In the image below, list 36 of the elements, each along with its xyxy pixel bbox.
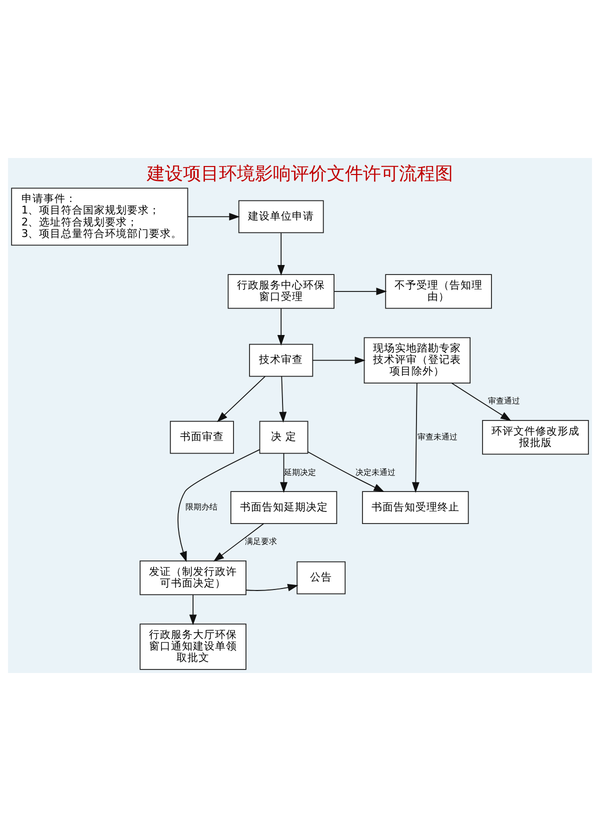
arrow <box>246 584 298 592</box>
edge-label: 审查未通过 <box>418 432 458 442</box>
arrow <box>187 212 240 220</box>
arrow <box>308 451 384 492</box>
arrow <box>277 232 285 276</box>
edge-label: 决定未通过 <box>355 468 396 477</box>
node-box: 行政服务中心环保窗口受理 <box>228 274 334 309</box>
node-box: 书面审查 <box>170 420 234 454</box>
arrow <box>312 356 366 364</box>
arrow <box>189 594 197 626</box>
arrow <box>451 382 512 422</box>
edge-label: 审查通过 <box>488 396 520 406</box>
diagram-title: 建设项目环境影响评价文件许可流程图 <box>147 163 453 184</box>
node-box: 公告 <box>296 561 346 594</box>
arrow <box>280 452 288 493</box>
arrow <box>412 382 420 493</box>
node-box: 建设单位申请 <box>238 200 324 234</box>
node-box: 现场实地踏勘专家技术评审（登记表项目除外） <box>364 337 471 384</box>
node-box: 不予受理（告知理由） <box>385 274 492 309</box>
node-box: 环评文件修改形成报批版 <box>482 420 589 455</box>
arrow <box>216 376 266 422</box>
arrow <box>279 376 287 423</box>
node-box: 技术审查 <box>249 344 314 377</box>
node-box: 书面告知延期决定 <box>230 491 338 524</box>
edge-label: 满足要求 <box>245 537 278 546</box>
arrow <box>277 308 285 346</box>
arrow <box>334 288 387 296</box>
node-box: 行政服务大厅环保窗口通知建设单领取批文 <box>140 624 246 670</box>
node-box: 发证（制发行政许可书面决定） <box>140 560 246 596</box>
edge-label: 限期办结 <box>185 502 218 512</box>
node-box: 申请事件： 1、项目符合国家规划要求； 2、选址符合规划要求； 3、项目总量符合环境部门要求。 <box>11 188 188 246</box>
arrow <box>178 449 260 562</box>
arrow <box>213 523 264 562</box>
node-box: 书面告知受理终止 <box>362 491 469 524</box>
node-box: 决 定 <box>259 420 308 454</box>
edge-label: 延期决定 <box>284 468 316 477</box>
